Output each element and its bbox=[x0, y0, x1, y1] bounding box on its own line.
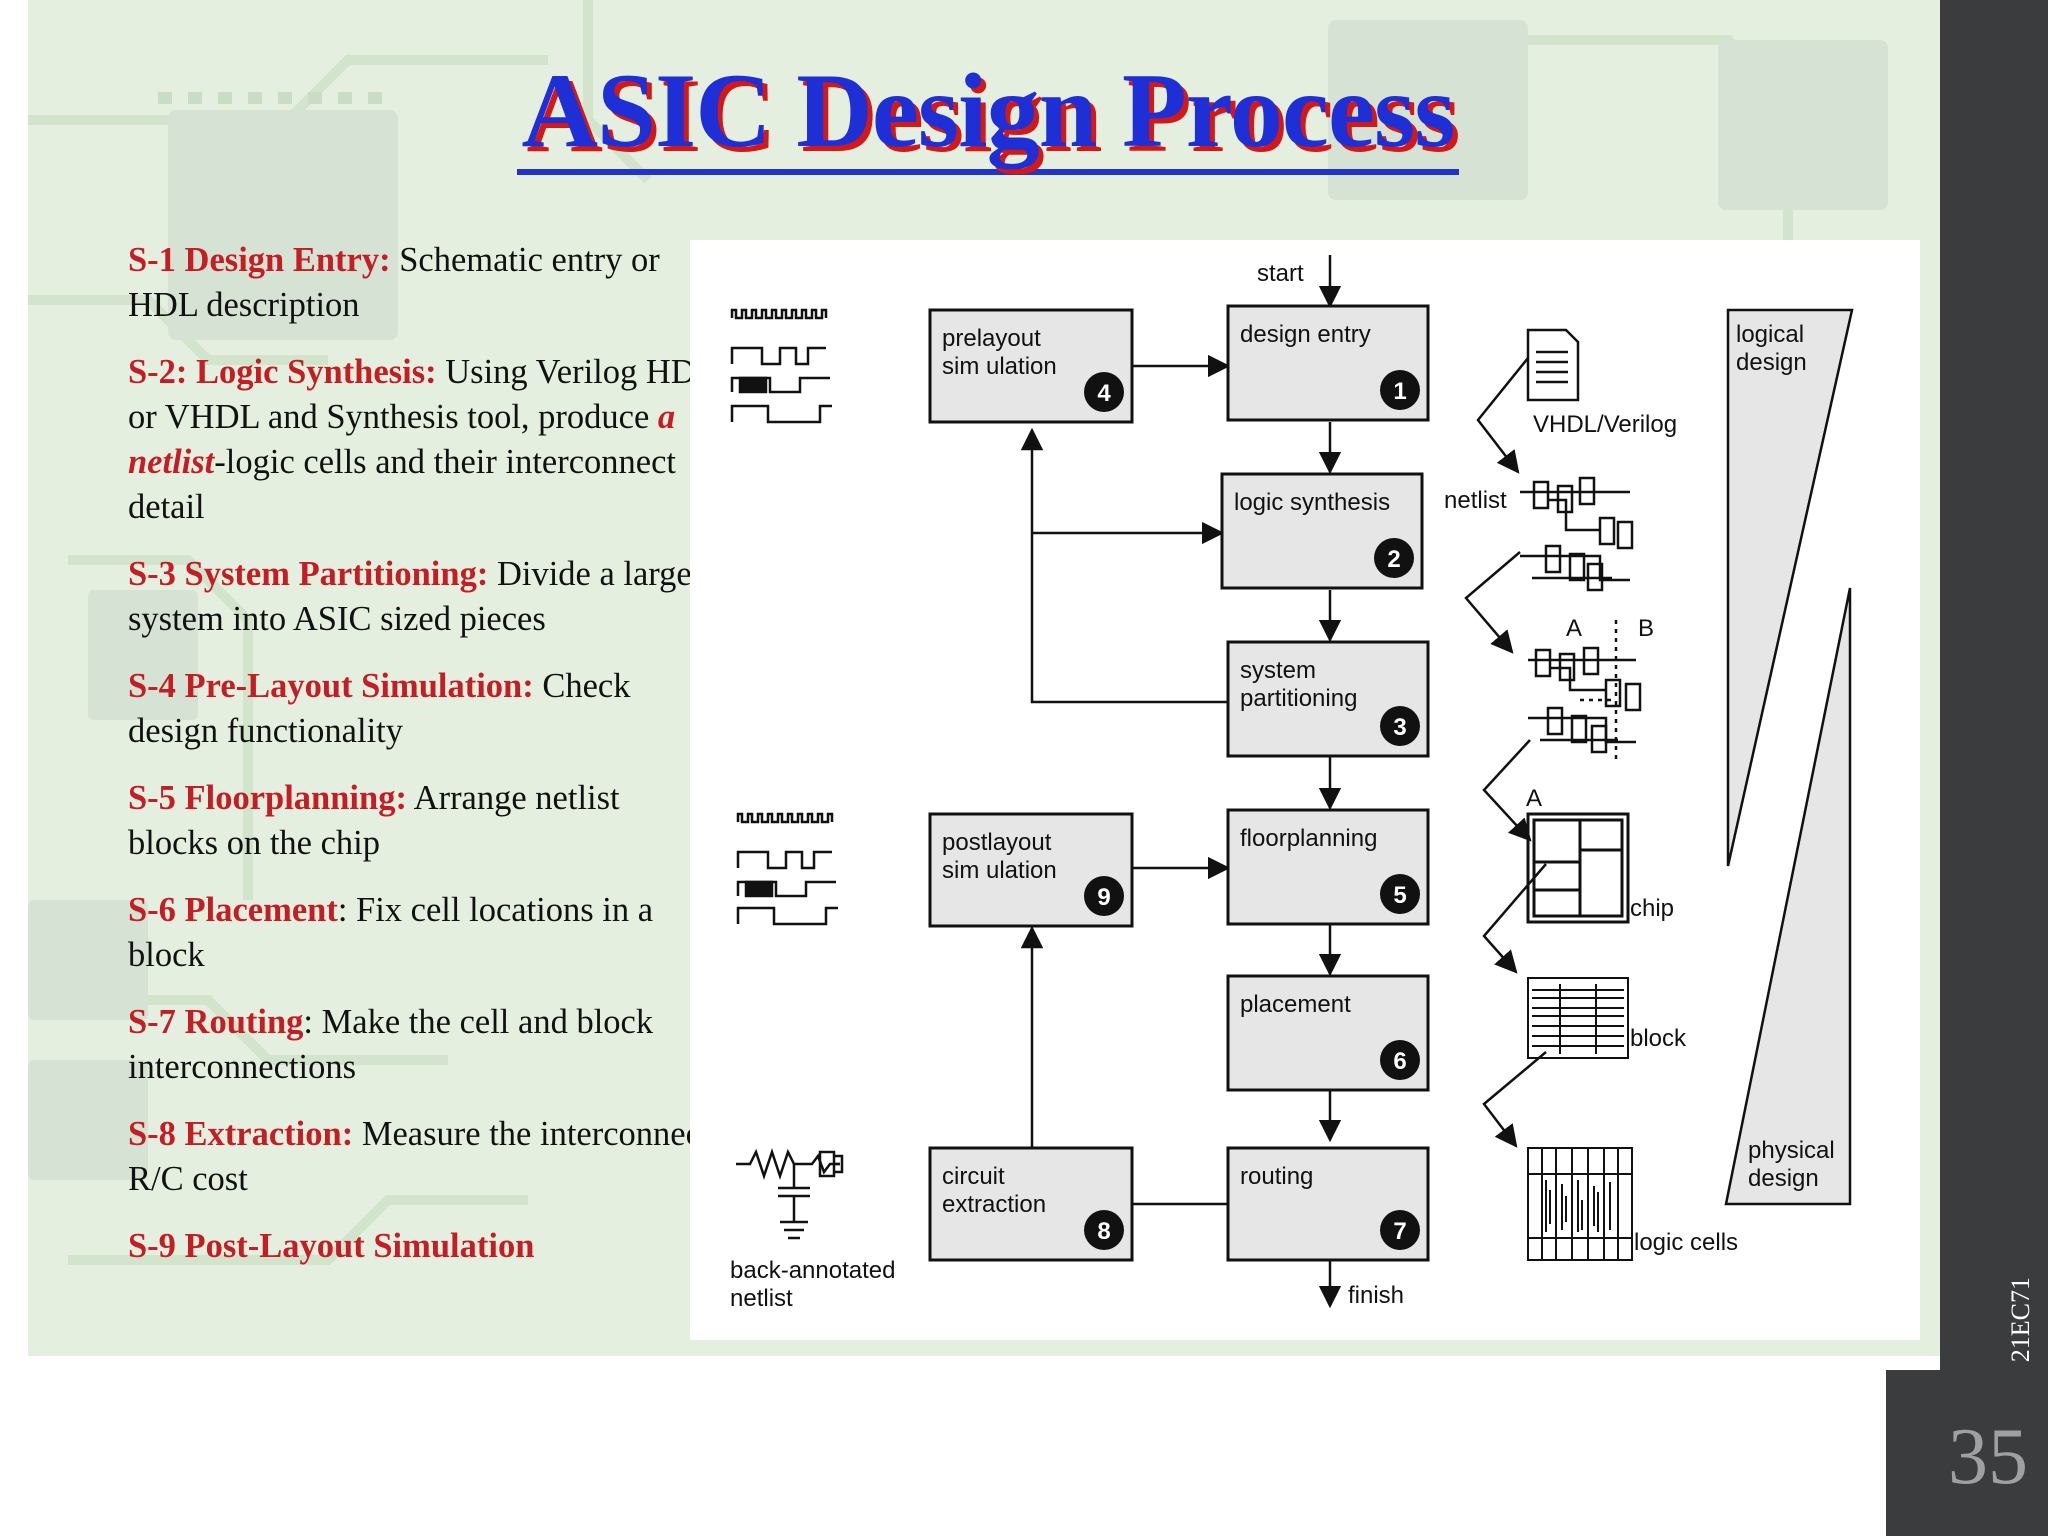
routing-step-number: 7 bbox=[1393, 1218, 1406, 1245]
system-partitioning-label-line2: partitioning bbox=[1240, 685, 1357, 712]
prelayout-simulation-label-line2: sim ulation bbox=[942, 353, 1057, 380]
placement-step-badge bbox=[1380, 1040, 1420, 1080]
system-partitioning-label: system bbox=[1240, 657, 1316, 684]
netlist-label: netlist bbox=[1444, 487, 1507, 514]
routing-box: routing 7 bbox=[1226, 1146, 1430, 1262]
prelayout-simulation-step-number: 4 bbox=[1097, 380, 1111, 407]
postlayout-simulation-label-line2: sim ulation bbox=[942, 857, 1057, 884]
document-icon bbox=[1526, 328, 1580, 402]
step-list: S-1 Design Entry: Schematic entry or HDL… bbox=[128, 238, 718, 1291]
prelayout-simulation-step-badge bbox=[1084, 372, 1124, 412]
logic-synthesis-box: logic synthesis 2 bbox=[1220, 472, 1424, 590]
step-5: S-5 Floorplanning: Arrange netlist block… bbox=[128, 779, 620, 862]
block-label: block bbox=[1630, 1025, 1687, 1052]
floorplanning-box: floorplanning 5 bbox=[1226, 808, 1430, 926]
prelayout-simulation-label: prelayout bbox=[942, 325, 1041, 352]
design-entry-box: design entry 1 bbox=[1226, 304, 1430, 422]
logic-cells-icon bbox=[1527, 1147, 1633, 1261]
diagram-boxes: design entry 1 logic synthesis 2 systemparti… bbox=[928, 304, 1430, 1262]
postlayout-simulation-label: postlayout bbox=[942, 829, 1052, 856]
chip-icon bbox=[1526, 812, 1630, 924]
circuit-extraction-label-line2: extraction bbox=[942, 1191, 1046, 1218]
step-9: S-9 Post-Layout Simulation bbox=[128, 1227, 535, 1265]
page-number: 35 bbox=[1948, 1413, 2028, 1501]
vhdl-verilog-label: VHDL/Verilog bbox=[1533, 411, 1677, 438]
step-4: S-4 Pre-Layout Simulation: Check design … bbox=[128, 667, 631, 750]
logical-design-wedge bbox=[1726, 308, 1854, 867]
placement-step-number: 6 bbox=[1393, 1048, 1406, 1075]
design-entry-label: design entry bbox=[1240, 321, 1371, 348]
step-3: S-3 System Partitioning: Divide a large … bbox=[128, 555, 692, 638]
floorplanning-step-number: 5 bbox=[1393, 882, 1406, 909]
logic-synthesis-label: logic synthesis bbox=[1234, 489, 1390, 516]
placement-box: placement 6 bbox=[1226, 974, 1430, 1092]
routing-step-badge bbox=[1380, 1210, 1420, 1250]
block-icon bbox=[1527, 977, 1629, 1059]
postlayout-simulation-step-badge bbox=[1084, 876, 1124, 916]
logic-cells-label: logic cells bbox=[1634, 1229, 1738, 1256]
step-7: S-7 Routing: Make the cell and block int… bbox=[128, 1003, 654, 1086]
back-annotated-netlist-label: netlist bbox=[730, 1285, 793, 1312]
step-8: S-8 Extraction: Measure the interconnect… bbox=[128, 1115, 711, 1198]
system-partitioning-step-badge bbox=[1380, 706, 1420, 746]
circuit-board-background bbox=[28, 0, 1888, 1265]
back-annotated-label: back-annotated bbox=[730, 1257, 895, 1284]
circuit-extraction-step-number: 8 bbox=[1097, 1218, 1110, 1245]
logical-design-label: design bbox=[1736, 349, 1807, 376]
design-entry-step-number: 1 bbox=[1393, 378, 1406, 405]
chip-label: chip bbox=[1630, 895, 1674, 922]
step-1: S-1 Design Entry: Schematic entry or HDL… bbox=[128, 241, 660, 324]
step-6: S-6 Placement: Fix cell locations in a b… bbox=[128, 891, 654, 974]
finish-label: finish bbox=[1348, 1282, 1404, 1309]
right-sidebar: 21EC71 bbox=[1940, 0, 2048, 1370]
logic-synthesis-step-badge bbox=[1374, 538, 1414, 578]
design-entry-step-badge bbox=[1380, 370, 1420, 410]
logical-label: logical bbox=[1736, 321, 1804, 348]
partitioned-netlist-icon bbox=[1528, 620, 1642, 760]
placement-label: placement bbox=[1240, 991, 1351, 1018]
routing-label: routing bbox=[1240, 1163, 1313, 1190]
start-label: start bbox=[1257, 260, 1304, 287]
rc-network-icon bbox=[736, 1148, 844, 1240]
slide-title: ASIC Design Process bbox=[28, 50, 1940, 175]
partition-a-label: A bbox=[1566, 615, 1582, 642]
floorplanning-step-badge bbox=[1380, 874, 1420, 914]
chip-a-label: A bbox=[1526, 785, 1542, 812]
partition-b-label: B bbox=[1638, 615, 1654, 642]
asic-flow-diagram: design entry 1 logic synthesis 2 systemparti… bbox=[690, 240, 1920, 1340]
page-number-box: 35 bbox=[1886, 1370, 2048, 1536]
circuit-extraction-step-badge bbox=[1084, 1210, 1124, 1250]
netlist-icon bbox=[1520, 476, 1634, 592]
waveform-icon-bottom bbox=[736, 812, 838, 926]
step-2: S-2: Logic Synthesis: Using Verilog HDL … bbox=[128, 353, 716, 526]
floorplanning-label: floorplanning bbox=[1240, 825, 1377, 852]
postlayout-simulation-step-number: 9 bbox=[1097, 884, 1110, 911]
circuit-extraction-label: circuit bbox=[942, 1163, 1005, 1190]
physical-label: physical bbox=[1748, 1137, 1835, 1164]
system-partitioning-step-number: 3 bbox=[1393, 714, 1406, 741]
course-code: 21EC71 bbox=[2006, 1276, 2035, 1362]
physical-design-wedge bbox=[1724, 587, 1852, 1206]
physical-design-label: design bbox=[1748, 1165, 1819, 1192]
waveform-icon-top bbox=[730, 308, 832, 424]
logic-synthesis-step-number: 2 bbox=[1387, 546, 1400, 573]
